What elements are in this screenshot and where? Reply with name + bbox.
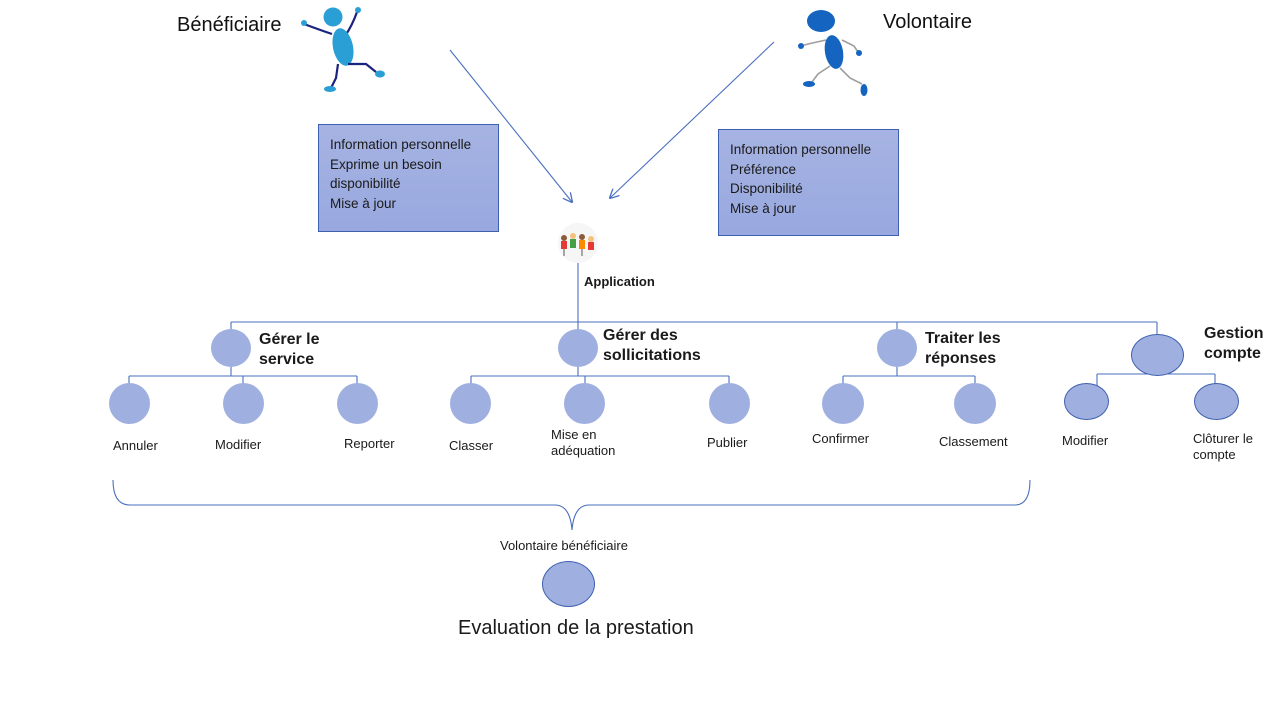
leaf-node-mise-en-adequation[interactable] <box>564 383 605 424</box>
volontaire-figure-icon <box>798 10 868 96</box>
leaf-label-classer: Classer <box>449 438 494 453</box>
actor-beneficiaire-label: Bénéficiaire <box>177 14 282 36</box>
evaluation-brace <box>112 479 1031 531</box>
leaf-label-modifier-compte: Modifier <box>1062 433 1109 448</box>
evaluation-group-label: Volontaire bénéficiaire <box>500 538 628 553</box>
leaf-node-modifier[interactable] <box>223 383 264 424</box>
leaf-node-cloturer-compte[interactable] <box>1194 383 1239 420</box>
leaf-node-confirmer[interactable] <box>822 383 864 424</box>
beneficiaire-info-box: Information personnelle Exprime un besoi… <box>318 124 499 232</box>
box-line: Exprime un besoin <box>330 156 442 172</box>
leaf-label-publier: Publier <box>707 435 748 450</box>
leaf-label-confirmer: Confirmer <box>812 431 870 446</box>
box-line: Information personnelle <box>730 142 872 157</box>
leaf-node-modifier-compte[interactable] <box>1064 383 1109 420</box>
box-line: Préférence <box>730 161 797 177</box>
arrow-beneficiaire-to-app <box>449 49 572 202</box>
leaf-node-reporter[interactable] <box>337 383 378 424</box>
volontaire-info-box: Information personnelle Préférence Dispo… <box>718 129 899 236</box>
category-node-gerer-sollicitations[interactable] <box>558 329 598 367</box>
box-line: Mise à jour <box>730 200 797 216</box>
category-node-traiter-reponses[interactable] <box>877 329 917 367</box>
box-line: disponibilité <box>330 176 401 191</box>
box-line: Information personnelle <box>330 137 472 152</box>
leaf-node-classement[interactable] <box>954 383 996 424</box>
actor-volontaire-label: Volontaire <box>883 11 972 33</box>
evaluation-title: Evaluation de la prestation <box>458 617 694 639</box>
category-node-gestion-compte[interactable] <box>1131 334 1184 376</box>
leaf-node-classer[interactable] <box>450 383 491 424</box>
box-line: Disponibilité <box>730 181 803 196</box>
leaf-label-reporter: Reporter <box>344 436 395 451</box>
leaf-label-classement: Classement <box>939 434 1008 449</box>
arrow-volontaire-to-app <box>610 41 775 198</box>
leaf-label-modifier: Modifier <box>215 437 262 452</box>
leaf-node-annuler[interactable] <box>109 383 150 424</box>
leaf-node-publier[interactable] <box>709 383 750 424</box>
evaluation-node[interactable] <box>542 561 595 607</box>
box-line: Mise à jour <box>330 195 397 211</box>
beneficiaire-figure-icon <box>301 7 385 92</box>
kids-group-icon <box>558 223 598 263</box>
application-label: Application <box>584 274 655 289</box>
category-node-gerer-service[interactable] <box>211 329 251 367</box>
leaf-label-annuler: Annuler <box>113 438 158 453</box>
